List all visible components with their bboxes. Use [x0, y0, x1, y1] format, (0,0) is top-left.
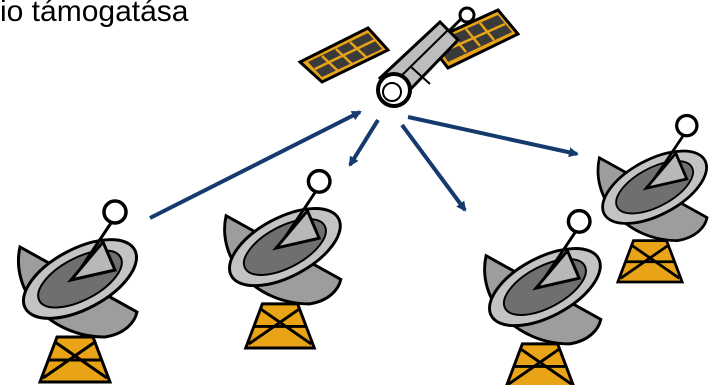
downlink-arrow-1: [348, 118, 380, 167]
satellite-icon: [297, 6, 521, 108]
caption-text: io támogatása: [0, 0, 189, 28]
dish-antenna-icon: [589, 113, 714, 284]
downlink-arrow-2: [400, 123, 467, 212]
downlink-arrow-3: [407, 115, 579, 158]
dish-antenna-icon: [215, 168, 355, 350]
dish-antenna-icon: [9, 199, 151, 384]
dish-antenna-icon: [475, 208, 615, 385]
uplink-arrow: [149, 110, 362, 220]
